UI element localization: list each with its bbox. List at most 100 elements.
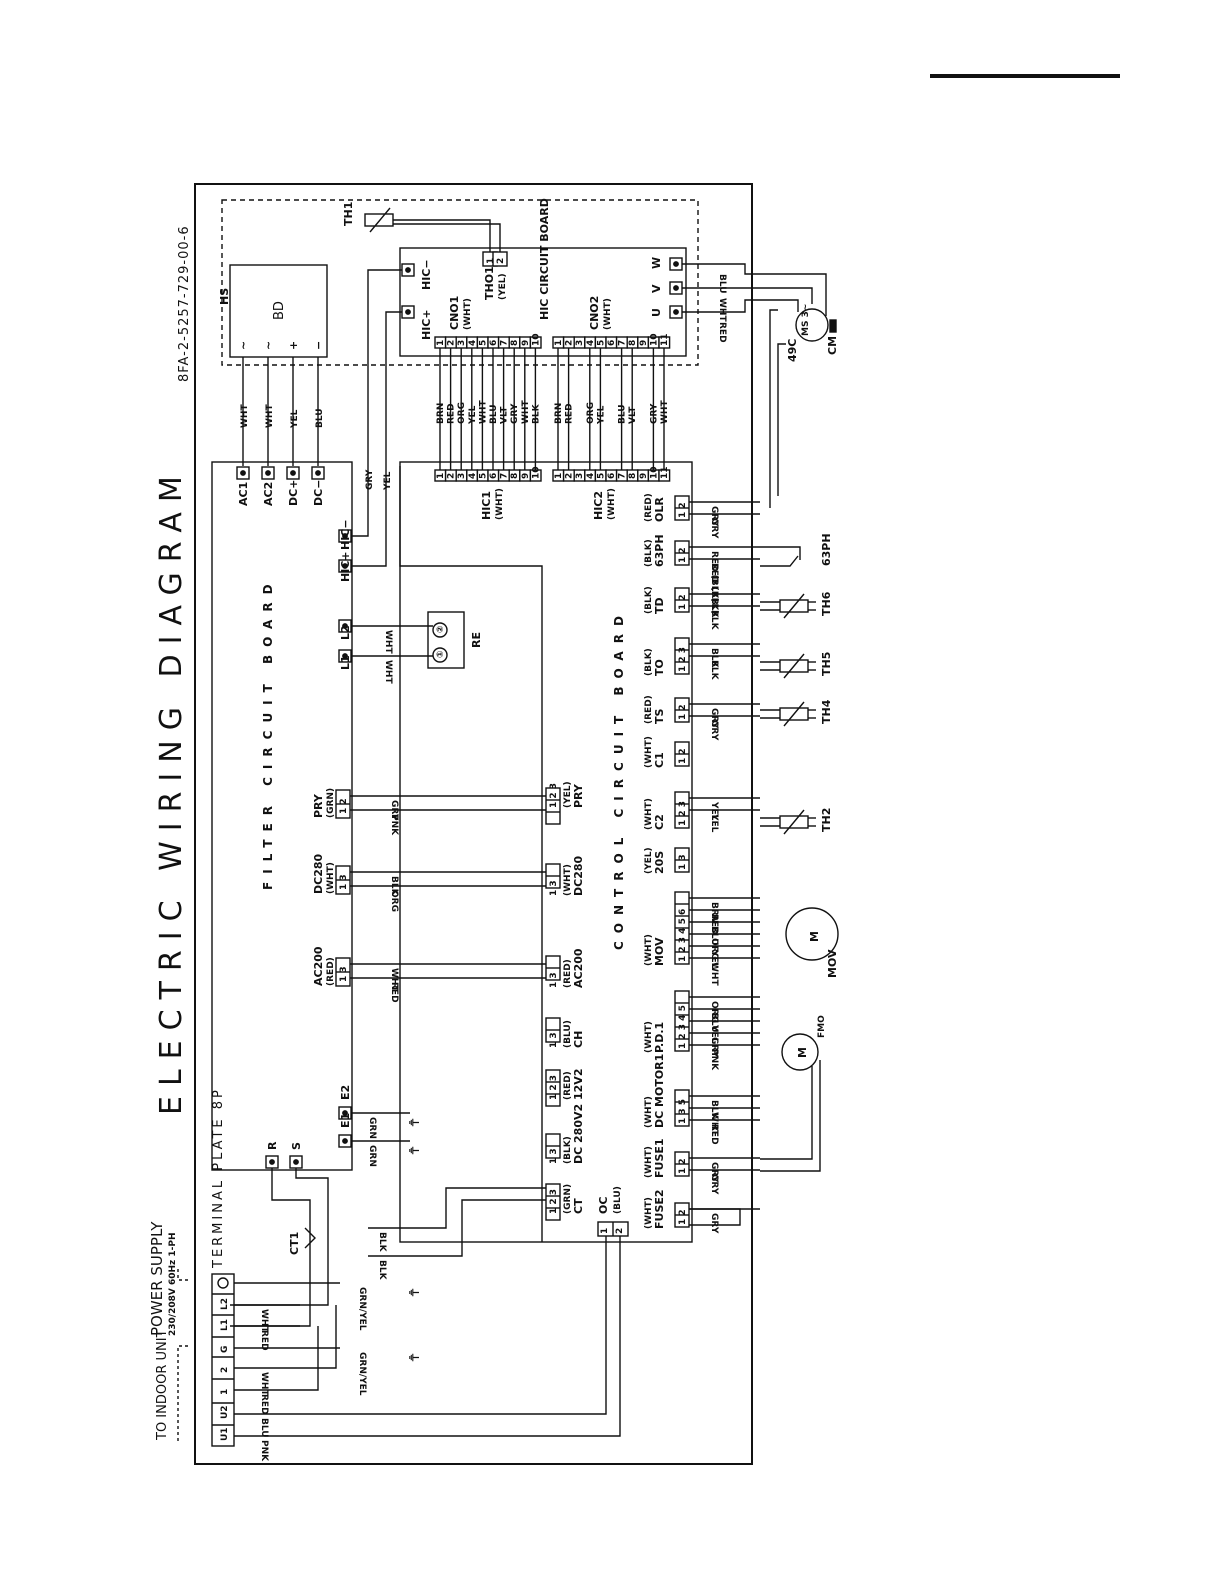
terminal-plate-ground	[217, 1277, 229, 1289]
right-connector-pins: 1 2 3	[678, 647, 688, 672]
hic-board-box	[399, 247, 687, 357]
hic-wire-color: YEL	[383, 471, 393, 491]
th1-wire	[393, 223, 501, 252]
right-wire-color: WHT	[709, 1112, 719, 1136]
filter-connector-pins: 1 3	[339, 874, 349, 890]
hs-label: HS	[218, 288, 231, 305]
filter-terminal-dot	[342, 563, 348, 569]
cno1-hic-pin-number: 8	[510, 473, 520, 479]
filter-terminal-dot	[342, 533, 348, 539]
right-connector-color: (YEL)	[644, 847, 654, 874]
right-connector-name: DC MOTOR1	[653, 1054, 666, 1128]
control-connector	[545, 787, 561, 825]
right-connector-color: (BLK)	[644, 586, 654, 614]
ct-wire	[368, 1199, 546, 1257]
right-wire-color: PNK	[709, 1049, 719, 1071]
cno1-hic-pin-number: 7	[500, 473, 510, 479]
filter-control-wire-color: PNK	[389, 814, 399, 836]
filter-terminal-label: E2	[339, 1085, 352, 1100]
pressure-switch-label: 63PH	[820, 533, 833, 566]
control-connector-color: (BLK)	[563, 1136, 573, 1164]
right-connector	[674, 637, 690, 675]
cno2-pin-number: 8	[628, 340, 638, 346]
right-connector-pins: 1 2	[678, 594, 688, 610]
power-supply-label: POWER SUPPLY	[148, 1221, 166, 1336]
bd-wire-color: BLU	[315, 408, 325, 428]
right-wire-color: RED	[709, 914, 719, 935]
control-connector-name: PRY	[572, 783, 585, 808]
control-connector-pins: 1 2 3	[549, 1075, 559, 1100]
hic-wire-color: GRY	[365, 469, 375, 490]
right-connector-pins: 1 2	[678, 502, 688, 518]
control-connector-name: 12V2	[572, 1069, 585, 1100]
th1-thermistor	[364, 213, 394, 227]
right-connector-pins: 1 3 5	[678, 1099, 688, 1124]
right-connector-name: TD	[653, 597, 666, 614]
olr-wire	[769, 309, 778, 508]
compressor-terminal-block	[829, 319, 837, 333]
control-connector-color: (BLU)	[563, 1020, 573, 1048]
filter-connector-color: (RED)	[326, 957, 336, 986]
ground-indoor-color: GRN/YEL	[357, 1352, 367, 1396]
indoor-signal-wire	[300, 1236, 621, 1437]
right-connector-pins: 1 2	[678, 547, 688, 563]
ct1-label: CT1	[288, 1232, 301, 1255]
terminal-plate	[211, 1273, 235, 1447]
control-connector-color: (RED)	[563, 1071, 573, 1100]
filter-connector-name: DC280	[312, 853, 325, 894]
ground-wire-color: GRN	[367, 1117, 377, 1139]
cno1-hic-pin-number: 3	[457, 473, 467, 479]
right-connector-pins: 1 2	[678, 748, 688, 764]
cno2-hic-pin-number: 11	[660, 466, 670, 479]
ground-symbol: ⏚	[407, 1145, 420, 1156]
right-wire-color: BLK	[709, 598, 719, 619]
uvw-terminal-dot	[673, 261, 679, 267]
right-connector-pins: 1 3	[678, 854, 688, 870]
uvw-wire	[682, 287, 813, 304]
right-connector-name: OLR	[653, 497, 666, 522]
reactor-pin: ①	[436, 650, 446, 658]
filter-connector-name: AC200	[312, 946, 325, 986]
bd-wire-color: WHT	[240, 404, 250, 428]
right-wire-color: RED (BLK)	[709, 551, 719, 602]
cno2-hic-pin-number: 5	[596, 473, 606, 479]
th6-slash	[783, 593, 805, 619]
uvw-wire	[682, 263, 827, 316]
ct-wire-color: BLK	[377, 1232, 387, 1253]
control-connector-color: (WHT)	[563, 864, 573, 896]
bd-pin-symbol: −	[312, 341, 325, 350]
hic-terminal-dot	[405, 267, 411, 273]
terminal-plate-label: 1	[220, 1389, 230, 1395]
control-connector-color: (YEL)	[563, 781, 573, 808]
bd-pin-symbol: ~	[237, 341, 250, 350]
cno2-label: CNO2	[588, 296, 601, 330]
filter-control-wire-color: GRY	[389, 800, 399, 821]
terminal-plate-label: G	[220, 1346, 230, 1353]
th4-body	[779, 707, 809, 721]
cno2-wire-color: GRY	[649, 403, 659, 424]
filter-terminal-label: L2	[339, 625, 352, 640]
ct-wire-color: BLK	[377, 1260, 387, 1281]
cno1-pin-number: 9	[521, 340, 531, 346]
hic2-label: HIC2	[592, 491, 605, 520]
cno1-wire-color: BLK	[531, 403, 541, 424]
cno1-hic-pin-number: 2	[447, 473, 457, 479]
drawing-number: 8FA-2-5257-729-00-6	[177, 225, 192, 382]
filter-control-wire-color: WHT	[389, 968, 399, 992]
right-wire-color: YEL	[709, 1024, 719, 1044]
right-connector-name: 63PH	[653, 534, 666, 567]
cno1-pin-number: 1	[436, 340, 446, 346]
filter-terminal-label: HIC−	[339, 519, 352, 550]
oc-color: (BLU)	[613, 1186, 623, 1214]
hic-board-label: HIC CIRCUIT BOARD	[538, 198, 551, 320]
filter-terminal-label: AC1	[237, 482, 250, 506]
power-supply-spec: 230/208V 60Hz 1-PH	[168, 1232, 178, 1336]
right-connector-color: (BLK)	[644, 539, 654, 567]
compressor-motor-circle	[795, 308, 829, 342]
filter-terminal-dot	[240, 470, 246, 476]
cno2-pin-number: 5	[596, 340, 606, 346]
cno1-color: (WHT)	[463, 298, 473, 330]
cno2-hic-pin-number: 2	[565, 473, 575, 479]
